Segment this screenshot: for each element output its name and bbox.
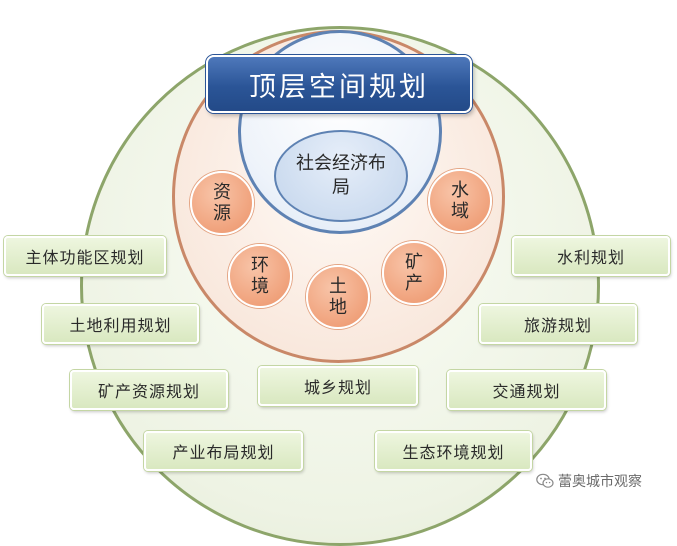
plan-label: 旅游规划 <box>523 316 592 335</box>
plan-box-urban-rural: 城乡规划 <box>258 366 418 406</box>
diagram-canvas: 社会经济布局 顶层空间规划 资源 水域 环境 土地 矿产 主体功能区规划 水利规… <box>4 26 670 546</box>
core-label: 社会经济布局 <box>296 153 386 198</box>
resource-node-tudi: 土地 <box>306 265 370 329</box>
title-box: 顶层空间规划 <box>206 55 472 113</box>
resource-node-label: 资源 <box>213 182 231 224</box>
resource-node-kuangchan: 矿产 <box>382 241 446 305</box>
plan-box-water-conservancy: 水利规划 <box>512 236 670 276</box>
plan-label: 矿产资源规划 <box>97 382 200 401</box>
plan-label: 水利规划 <box>556 248 625 267</box>
plan-box-land-use: 土地利用规划 <box>42 304 199 344</box>
watermark-text: 蕾奥城市观察 <box>558 474 642 490</box>
resource-node-label: 土地 <box>329 276 347 318</box>
core-circle: 社会经济布局 <box>274 130 408 222</box>
plan-label: 生态环境规划 <box>402 443 505 462</box>
resource-node-huanjing: 环境 <box>228 244 292 308</box>
resource-node-label: 矿产 <box>405 252 423 294</box>
plan-label: 产业布局规划 <box>172 443 275 462</box>
plan-box-ecology: 生态环境规划 <box>375 431 532 471</box>
plan-box-mineral: 矿产资源规划 <box>70 370 228 410</box>
resource-node-label: 水域 <box>451 180 469 222</box>
resource-node-label: 环境 <box>251 255 269 297</box>
wechat-icon <box>536 473 554 489</box>
plan-box-tourism: 旅游规划 <box>479 304 637 344</box>
resource-node-shuiyu: 水域 <box>428 169 492 233</box>
watermark: 蕾奥城市观察 <box>536 470 642 492</box>
plan-label: 城乡规划 <box>303 378 372 397</box>
plan-label: 交通规划 <box>492 382 561 401</box>
resource-node-ziyuan: 资源 <box>190 171 254 235</box>
plan-box-main-function: 主体功能区规划 <box>4 236 166 276</box>
title-label: 顶层空间规划 <box>249 71 429 103</box>
plan-label: 土地利用规划 <box>69 316 172 335</box>
plan-box-transport: 交通规划 <box>447 370 606 410</box>
plan-box-industry: 产业布局规划 <box>144 431 303 471</box>
plan-label: 主体功能区规划 <box>25 248 145 267</box>
